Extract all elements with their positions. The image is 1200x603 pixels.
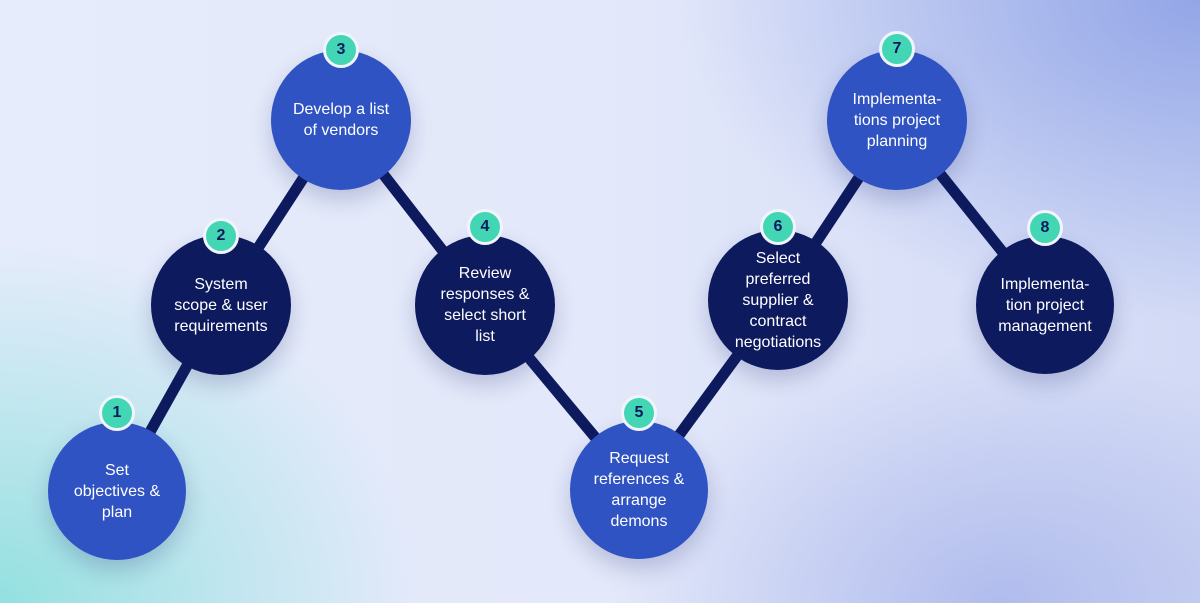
step-2-number-badge: 2	[203, 218, 239, 254]
step-5-number-badge: 5	[621, 395, 657, 431]
step-3-number: 3	[336, 41, 346, 58]
step-5-number: 5	[634, 404, 644, 421]
step-7-label: Implementa- tions project planning	[852, 90, 942, 150]
step-8-number-badge: 8	[1027, 210, 1063, 246]
step-1-circle: Set objectives & plan	[48, 422, 186, 560]
step-6-label: Select preferred supplier & contract neg…	[734, 249, 822, 351]
step-3-label: Develop a list of vendors	[292, 101, 390, 139]
step-1-label: Set objectives & plan	[73, 461, 161, 521]
step-8-number: 8	[1040, 219, 1050, 236]
step-3-number-badge: 3	[323, 32, 359, 68]
step-2-number: 2	[216, 227, 226, 244]
step-5-circle: Request references & arrange demons	[570, 421, 708, 559]
step-2-label: System scope & user requirements	[174, 275, 268, 335]
step-6-circle: Select preferred supplier & contract neg…	[708, 230, 848, 370]
step-4-number: 4	[480, 218, 490, 235]
step-7-circle: Implementa- tions project planning	[827, 50, 967, 190]
step-4-label: Review responses & select short list	[440, 265, 530, 345]
step-8-label: Implementa- tion project management	[998, 275, 1092, 335]
step-7-number-badge: 7	[879, 31, 915, 67]
step-6-number: 6	[773, 218, 783, 235]
step-1-number-badge: 1	[99, 395, 135, 431]
step-8-circle: Implementa- tion project management	[976, 236, 1114, 374]
step-2-circle: System scope & user requirements	[151, 235, 291, 375]
step-6-number-badge: 6	[760, 209, 796, 245]
step-5-label: Request references & arrange demons	[593, 450, 685, 530]
step-4-number-badge: 4	[467, 209, 503, 245]
step-4-circle: Review responses & select short list	[415, 235, 555, 375]
step-1-number: 1	[112, 404, 122, 421]
step-3-circle: Develop a list of vendors	[271, 50, 411, 190]
step-7-number: 7	[892, 40, 902, 57]
